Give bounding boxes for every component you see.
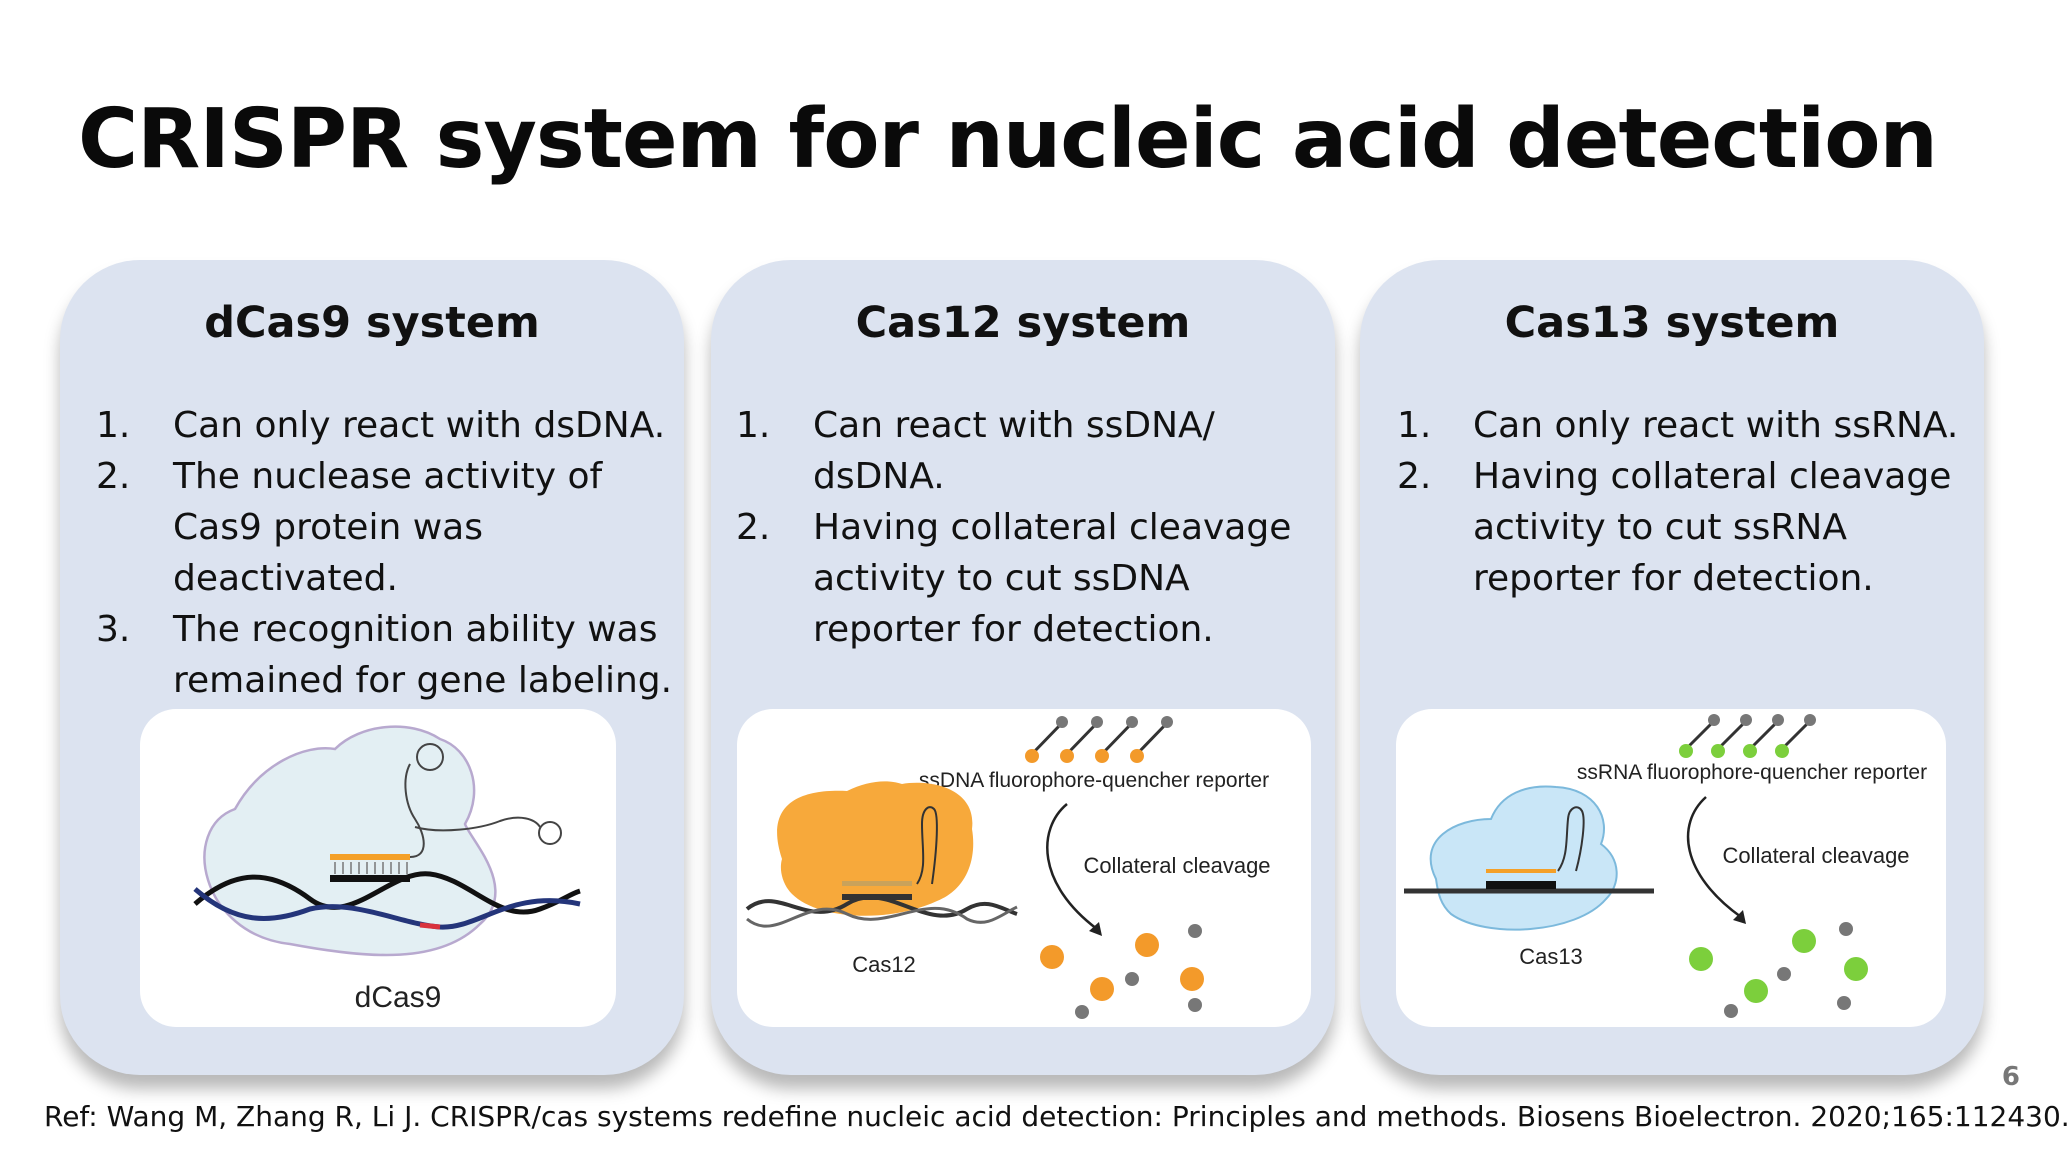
slide-title: CRISPR system for nucleic acid detection xyxy=(78,92,1938,187)
item-text: Can react with ssDNA/ dsDNA. xyxy=(813,405,1215,497)
cleaved-fluorophores xyxy=(1040,933,1204,1001)
dna-strand-dark xyxy=(745,895,1018,918)
dna-strand-dark xyxy=(193,871,581,915)
list-item: 2. Having collateral cleavage activity to… xyxy=(711,502,1335,655)
guide-rna-bar xyxy=(330,854,410,860)
list-item: 1. Can only react with ssRNA. xyxy=(1360,400,1984,451)
cleaved-fluorophores xyxy=(1689,929,1868,1003)
target-rna-bar xyxy=(1486,881,1556,889)
fluorophore-dots xyxy=(1679,744,1789,758)
guide-rna-stem xyxy=(404,763,425,858)
cleavage-arrow xyxy=(1686,796,1742,919)
guide-rna-hairpin xyxy=(1557,806,1585,872)
cleavage-arrowhead xyxy=(1733,910,1746,924)
feature-list: 1. Can only react with dsDNA. 2. The nucle… xyxy=(60,400,684,706)
pam-site xyxy=(419,922,441,930)
feature-list: 1. Can react with ssDNA/ dsDNA. 2. Having … xyxy=(711,400,1335,655)
item-text: The nuclease activity of Cas9 protein wa… xyxy=(173,456,603,599)
dcas9-illustration: dCas9 xyxy=(140,709,616,1027)
guide-rna-bar xyxy=(1486,869,1556,873)
cas12-protein-shape xyxy=(777,781,974,916)
dna-strand-blue xyxy=(193,887,581,930)
card-title: dCas9 system xyxy=(204,298,540,348)
guide-rna-tail xyxy=(414,816,541,832)
guide-rna-loop xyxy=(416,743,444,771)
guide-rna-bar xyxy=(842,881,912,886)
reference-citation: Ref: Wang M, Zhang R, Li J. CRISPR/cas s… xyxy=(44,1100,2070,1133)
item-number: 2. xyxy=(96,456,131,497)
cas12-label: Cas12 xyxy=(852,952,916,977)
list-item: 2. The nuclease activity of Cas9 protein … xyxy=(60,451,684,604)
item-text: Can only react with ssRNA. xyxy=(1473,405,1959,446)
reporter-molecules xyxy=(1030,721,1169,756)
item-number: 2. xyxy=(736,507,771,548)
page-number: 6 xyxy=(2001,1062,2020,1092)
fluorophore-dots xyxy=(1025,749,1144,763)
target-dna-bar xyxy=(330,875,410,882)
cleaved-quenchers xyxy=(1724,922,1853,1018)
cas13-illustration: ssRNA fluorophore-quencher reporter Cas1… xyxy=(1396,709,1946,1027)
dcas9-card: dCas9 system 1. Can only react with dsDNA… xyxy=(60,260,684,1075)
item-text: Having collateral cleavage activity to c… xyxy=(813,507,1292,650)
list-item: 3. The recognition ability was remained f… xyxy=(60,604,684,706)
dcas9-protein-shape xyxy=(203,725,497,957)
reporter-label: ssDNA fluorophore-quencher reporter xyxy=(919,769,1269,792)
cas12-diagram: ssDNA fluorophore-quencher reporter Cas1… xyxy=(745,716,1271,1019)
quencher-dots xyxy=(1708,714,1816,726)
cas13-card: Cas13 system 1. Can only react with ssRNA… xyxy=(1360,260,1984,1075)
item-number: 3. xyxy=(96,609,131,650)
cas13-label: Cas13 xyxy=(1519,944,1583,969)
dcas9-label: dCas9 xyxy=(355,981,442,1014)
cleavage-label: Collateral cleavage xyxy=(1722,843,1909,868)
reporter-label: ssRNA fluorophore-quencher reporter xyxy=(1577,761,1927,784)
cas12-card: Cas12 system 1. Can react with ssDNA/ dsD… xyxy=(711,260,1335,1075)
item-number: 1. xyxy=(96,405,131,446)
item-text: The recognition ability was remained for… xyxy=(173,609,673,701)
dcas9-diagram: dCas9 xyxy=(193,725,581,1014)
item-number: 2. xyxy=(1397,456,1432,497)
item-text: Having collateral cleavage activity to c… xyxy=(1473,456,1952,599)
feature-list: 1. Can only react with ssRNA. 2. Having co… xyxy=(1360,400,1984,604)
guide-rna-end-loop xyxy=(538,821,562,845)
cas12-illustration: ssDNA fluorophore-quencher reporter Cas1… xyxy=(737,709,1311,1027)
dna-strand-light xyxy=(746,905,1018,928)
card-title: Cas13 system xyxy=(1504,298,1840,348)
reporter-molecules xyxy=(1684,719,1812,751)
cleavage-arrowhead xyxy=(1089,922,1102,936)
quencher-dots xyxy=(1056,716,1173,728)
guide-rna-hairpin xyxy=(916,806,938,885)
cleavage-label: Collateral cleavage xyxy=(1083,853,1270,878)
item-number: 1. xyxy=(736,405,771,446)
item-number: 1. xyxy=(1397,405,1432,446)
list-item: 1. Can react with ssDNA/ dsDNA. xyxy=(711,400,1335,502)
cas13-diagram: ssRNA fluorophore-quencher reporter Cas1… xyxy=(1404,714,1927,1018)
card-title: Cas12 system xyxy=(855,298,1191,348)
list-item: 2. Having collateral cleavage activity to… xyxy=(1360,451,1984,604)
list-item: 1. Can only react with dsDNA. xyxy=(60,400,684,451)
cleaved-quenchers xyxy=(1075,924,1202,1019)
cleavage-arrow xyxy=(1046,803,1098,930)
cas13-protein-shape xyxy=(1429,785,1618,931)
item-text: Can only react with dsDNA. xyxy=(173,405,666,446)
